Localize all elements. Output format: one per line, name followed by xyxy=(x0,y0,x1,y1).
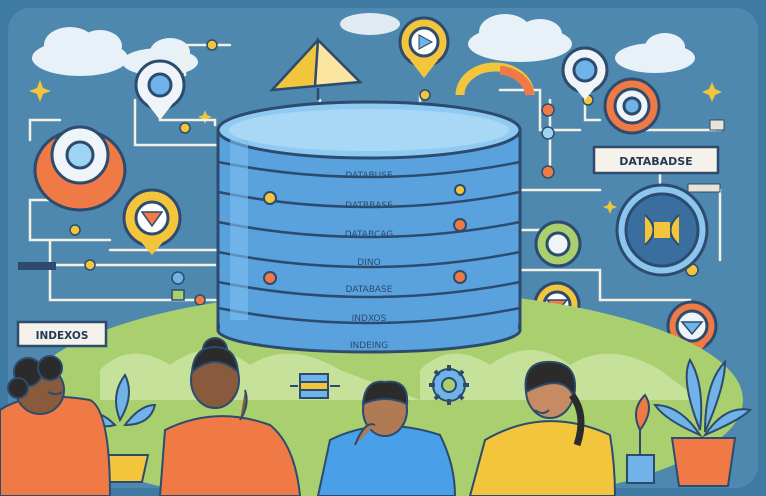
cloud-icon xyxy=(468,14,572,62)
paper-plane-icon xyxy=(268,37,363,100)
band-label: DATABCAG xyxy=(345,230,393,240)
server-icon xyxy=(290,373,340,399)
cylinder-band-highlights xyxy=(230,140,248,320)
sign-right-label: DATABADSE xyxy=(619,155,692,168)
cloud-icon xyxy=(340,13,400,35)
small-bar xyxy=(18,262,56,270)
hub-icon xyxy=(615,183,709,277)
sign-left-label: INDEXOS xyxy=(36,330,89,342)
cylinder-band-lines xyxy=(217,160,521,325)
pin-icon xyxy=(134,59,186,120)
pin-icon xyxy=(33,125,127,212)
pin-icon xyxy=(561,46,609,100)
band-label: DATABUSE xyxy=(345,171,393,181)
sparkle-icon xyxy=(29,80,722,214)
band-label: DATBBASE xyxy=(345,201,393,211)
pin-icon xyxy=(122,188,182,255)
pin-icon xyxy=(534,220,582,268)
sign-right: DATABADSE xyxy=(592,145,720,175)
small-bar xyxy=(687,183,721,193)
plant-pot xyxy=(626,393,655,484)
person-center-left xyxy=(158,337,302,496)
plant-pot xyxy=(88,373,157,483)
band-label: INDXOS xyxy=(352,314,387,324)
band-label: INDEING xyxy=(350,341,388,351)
cloud-icon xyxy=(32,27,128,76)
small-gear-icon xyxy=(171,271,185,301)
person-left xyxy=(0,355,112,496)
ring-shape xyxy=(499,65,535,96)
hill xyxy=(100,350,420,400)
pin-icon xyxy=(398,16,450,78)
pin-icon xyxy=(603,77,661,135)
cloud-icon xyxy=(615,33,695,73)
gear-icon xyxy=(429,365,469,405)
band-label: DATABASE xyxy=(346,285,393,295)
band-label: DINO xyxy=(357,258,380,268)
person-right xyxy=(468,360,617,496)
plant-pot xyxy=(653,357,753,487)
sign-left: INDEXOS xyxy=(16,320,108,348)
small-bar xyxy=(709,119,725,131)
person-center-right xyxy=(316,380,457,496)
cylinder-nodes xyxy=(263,184,467,285)
